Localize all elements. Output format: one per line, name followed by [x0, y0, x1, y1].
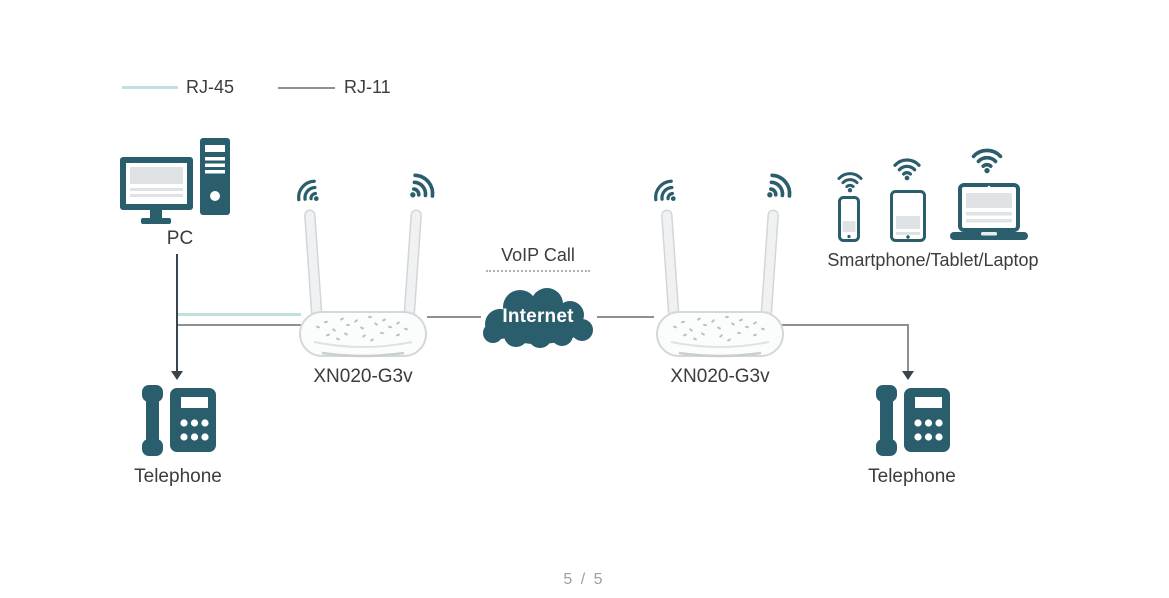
wifi-signal-icon [654, 179, 676, 202]
wifi-signal-icon [837, 172, 863, 193]
rj11-cable-router-telephone-right-v [907, 324, 909, 372]
wifi-signal-icon [893, 158, 921, 181]
rj45-cable-pc-router [178, 313, 301, 316]
wireless-devices-group [820, 144, 1060, 244]
internet-label: Internet [502, 306, 574, 327]
smartphone-icon [838, 196, 860, 242]
router-icon [299, 209, 427, 358]
legend-rj45-line-sample [122, 86, 178, 89]
legend-label-rj45: RJ-45 [186, 77, 235, 97]
arrow-down-left-icon [171, 371, 183, 380]
wifi-signal-icon [767, 173, 792, 198]
rj11-cable-router-telephone-left [178, 324, 301, 326]
wifi-signal-icon [971, 148, 1003, 174]
router-left-label: XN020-G3v [313, 366, 413, 387]
laptop-icon [950, 183, 1028, 240]
rj11-cable-router-telephone-right-h [780, 324, 908, 326]
telephone-left-label: Telephone [134, 466, 222, 487]
voip-call-label: VoIP Call [486, 245, 590, 272]
telephone-icon [142, 385, 216, 456]
internet-cloud-icon [483, 288, 593, 348]
router-left-to-internet-line [427, 316, 481, 318]
wifi-signal-icon [410, 173, 435, 198]
tablet-icon [890, 190, 926, 242]
wifi-signal-icon [297, 179, 319, 202]
pc-label: PC [166, 228, 194, 249]
telephone-right-label: Telephone [868, 466, 956, 487]
router-right-label: XN020-G3v [670, 366, 770, 387]
legend-rj11-line-sample [278, 87, 335, 89]
pc-to-telephone-line [176, 254, 178, 372]
devices-label: Smartphone/Tablet/Laptop [827, 250, 1039, 270]
router-right: XN020-G3v [653, 166, 792, 387]
telephone-icon [876, 385, 950, 456]
arrow-down-right-icon [902, 371, 914, 380]
router-left: XN020-G3v [296, 166, 435, 387]
carousel-page-indicator: 5 / 5 [563, 571, 605, 588]
legend-label-rj11: RJ-11 [344, 77, 391, 97]
internet-to-router-right-line [597, 316, 654, 318]
router-icon [656, 209, 784, 358]
pc-icon [120, 138, 230, 224]
